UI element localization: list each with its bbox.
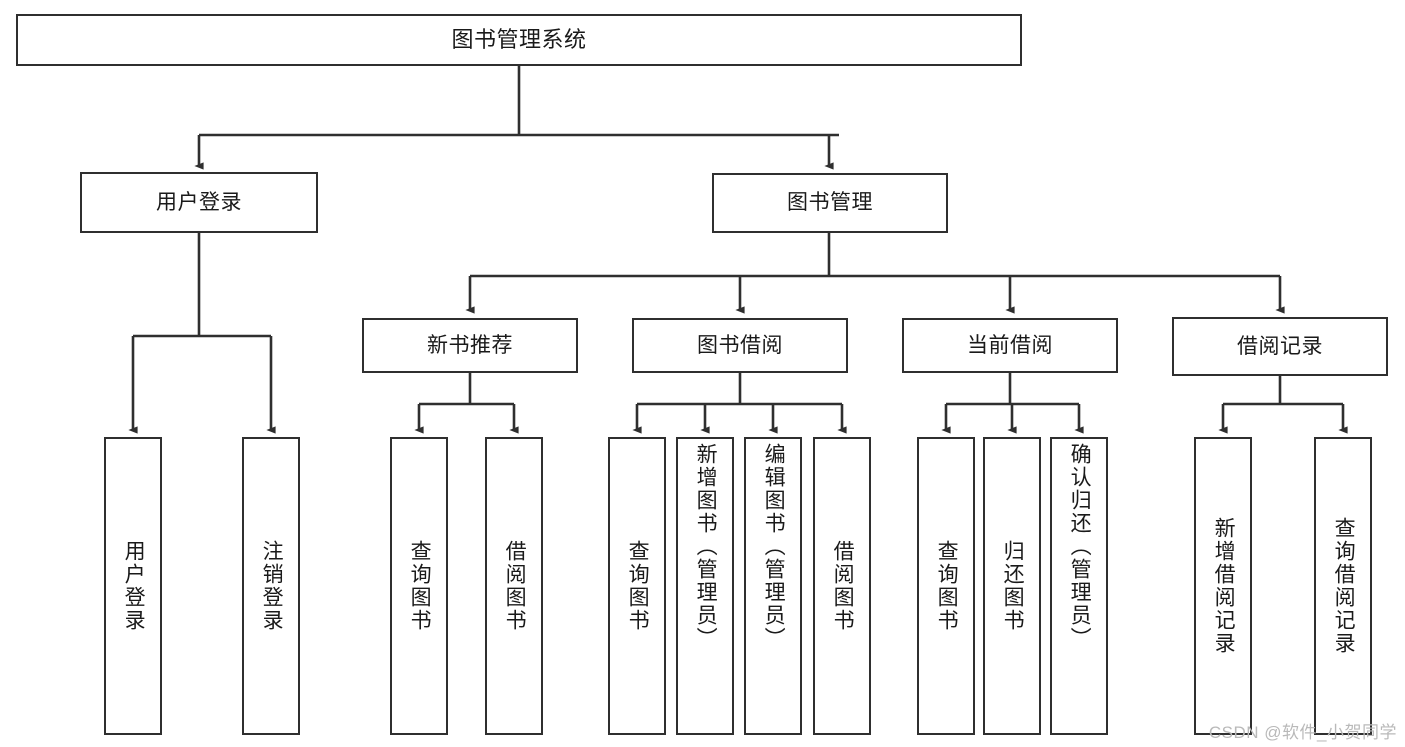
- leaf-current-query-book[interactable]: 查询图书: [917, 437, 975, 735]
- node-label: 图书借阅: [697, 333, 783, 357]
- leaf-label: 查询借阅记录: [1332, 517, 1356, 655]
- leaf-record-add-record[interactable]: 新增借阅记录: [1194, 437, 1252, 735]
- leaf-borrow-query-book[interactable]: 查询图书: [608, 437, 666, 735]
- node-book-management[interactable]: 图书管理: [712, 173, 948, 233]
- node-label: 新书推荐: [427, 333, 513, 357]
- leaf-borrow-edit-book-admin[interactable]: 编辑图书（管理员）: [744, 437, 802, 735]
- leaf-label: 查询图书: [408, 540, 432, 632]
- leaf-recommend-borrow-book[interactable]: 借阅图书: [485, 437, 543, 735]
- leaf-label: 新增图书（管理员）: [694, 443, 718, 650]
- leaf-borrow-add-book-admin[interactable]: 新增图书（管理员）: [676, 437, 734, 735]
- leaf-label: 新增借阅记录: [1212, 517, 1236, 655]
- leaf-label: 确认归还（管理员）: [1068, 443, 1092, 650]
- leaf-label: 借阅图书: [831, 540, 855, 632]
- node-root-system[interactable]: 图书管理系统: [16, 14, 1022, 66]
- node-borrow-record[interactable]: 借阅记录: [1172, 317, 1388, 376]
- node-new-book-recommend[interactable]: 新书推荐: [362, 318, 578, 373]
- leaf-user-login-signin[interactable]: 用户登录: [104, 437, 162, 735]
- leaf-current-return-book[interactable]: 归还图书: [983, 437, 1041, 735]
- watermark: CSDN @软件_小贺同学: [1208, 723, 1397, 742]
- leaf-record-query-record[interactable]: 查询借阅记录: [1314, 437, 1372, 735]
- node-label: 图书管理系统: [451, 26, 587, 52]
- node-book-borrow[interactable]: 图书借阅: [632, 318, 848, 373]
- node-label: 当前借阅: [967, 333, 1053, 357]
- leaf-current-confirm-return-admin[interactable]: 确认归还（管理员）: [1050, 437, 1108, 735]
- node-label: 用户登录: [156, 190, 242, 214]
- leaf-label: 用户登录: [122, 540, 146, 632]
- leaf-label: 查询图书: [935, 540, 959, 632]
- leaf-label: 归还图书: [1001, 540, 1025, 632]
- leaf-label: 查询图书: [626, 540, 650, 632]
- leaf-label: 注销登录: [260, 540, 284, 632]
- node-current-borrow[interactable]: 当前借阅: [902, 318, 1118, 373]
- leaf-recommend-query-book[interactable]: 查询图书: [390, 437, 448, 735]
- node-user-login[interactable]: 用户登录: [80, 172, 318, 233]
- leaf-label: 借阅图书: [503, 540, 527, 632]
- leaf-user-login-signout[interactable]: 注销登录: [242, 437, 300, 735]
- node-label: 图书管理: [787, 191, 873, 215]
- leaf-borrow-borrow-book[interactable]: 借阅图书: [813, 437, 871, 735]
- leaf-label: 编辑图书（管理员）: [762, 443, 786, 650]
- node-label: 借阅记录: [1237, 334, 1323, 358]
